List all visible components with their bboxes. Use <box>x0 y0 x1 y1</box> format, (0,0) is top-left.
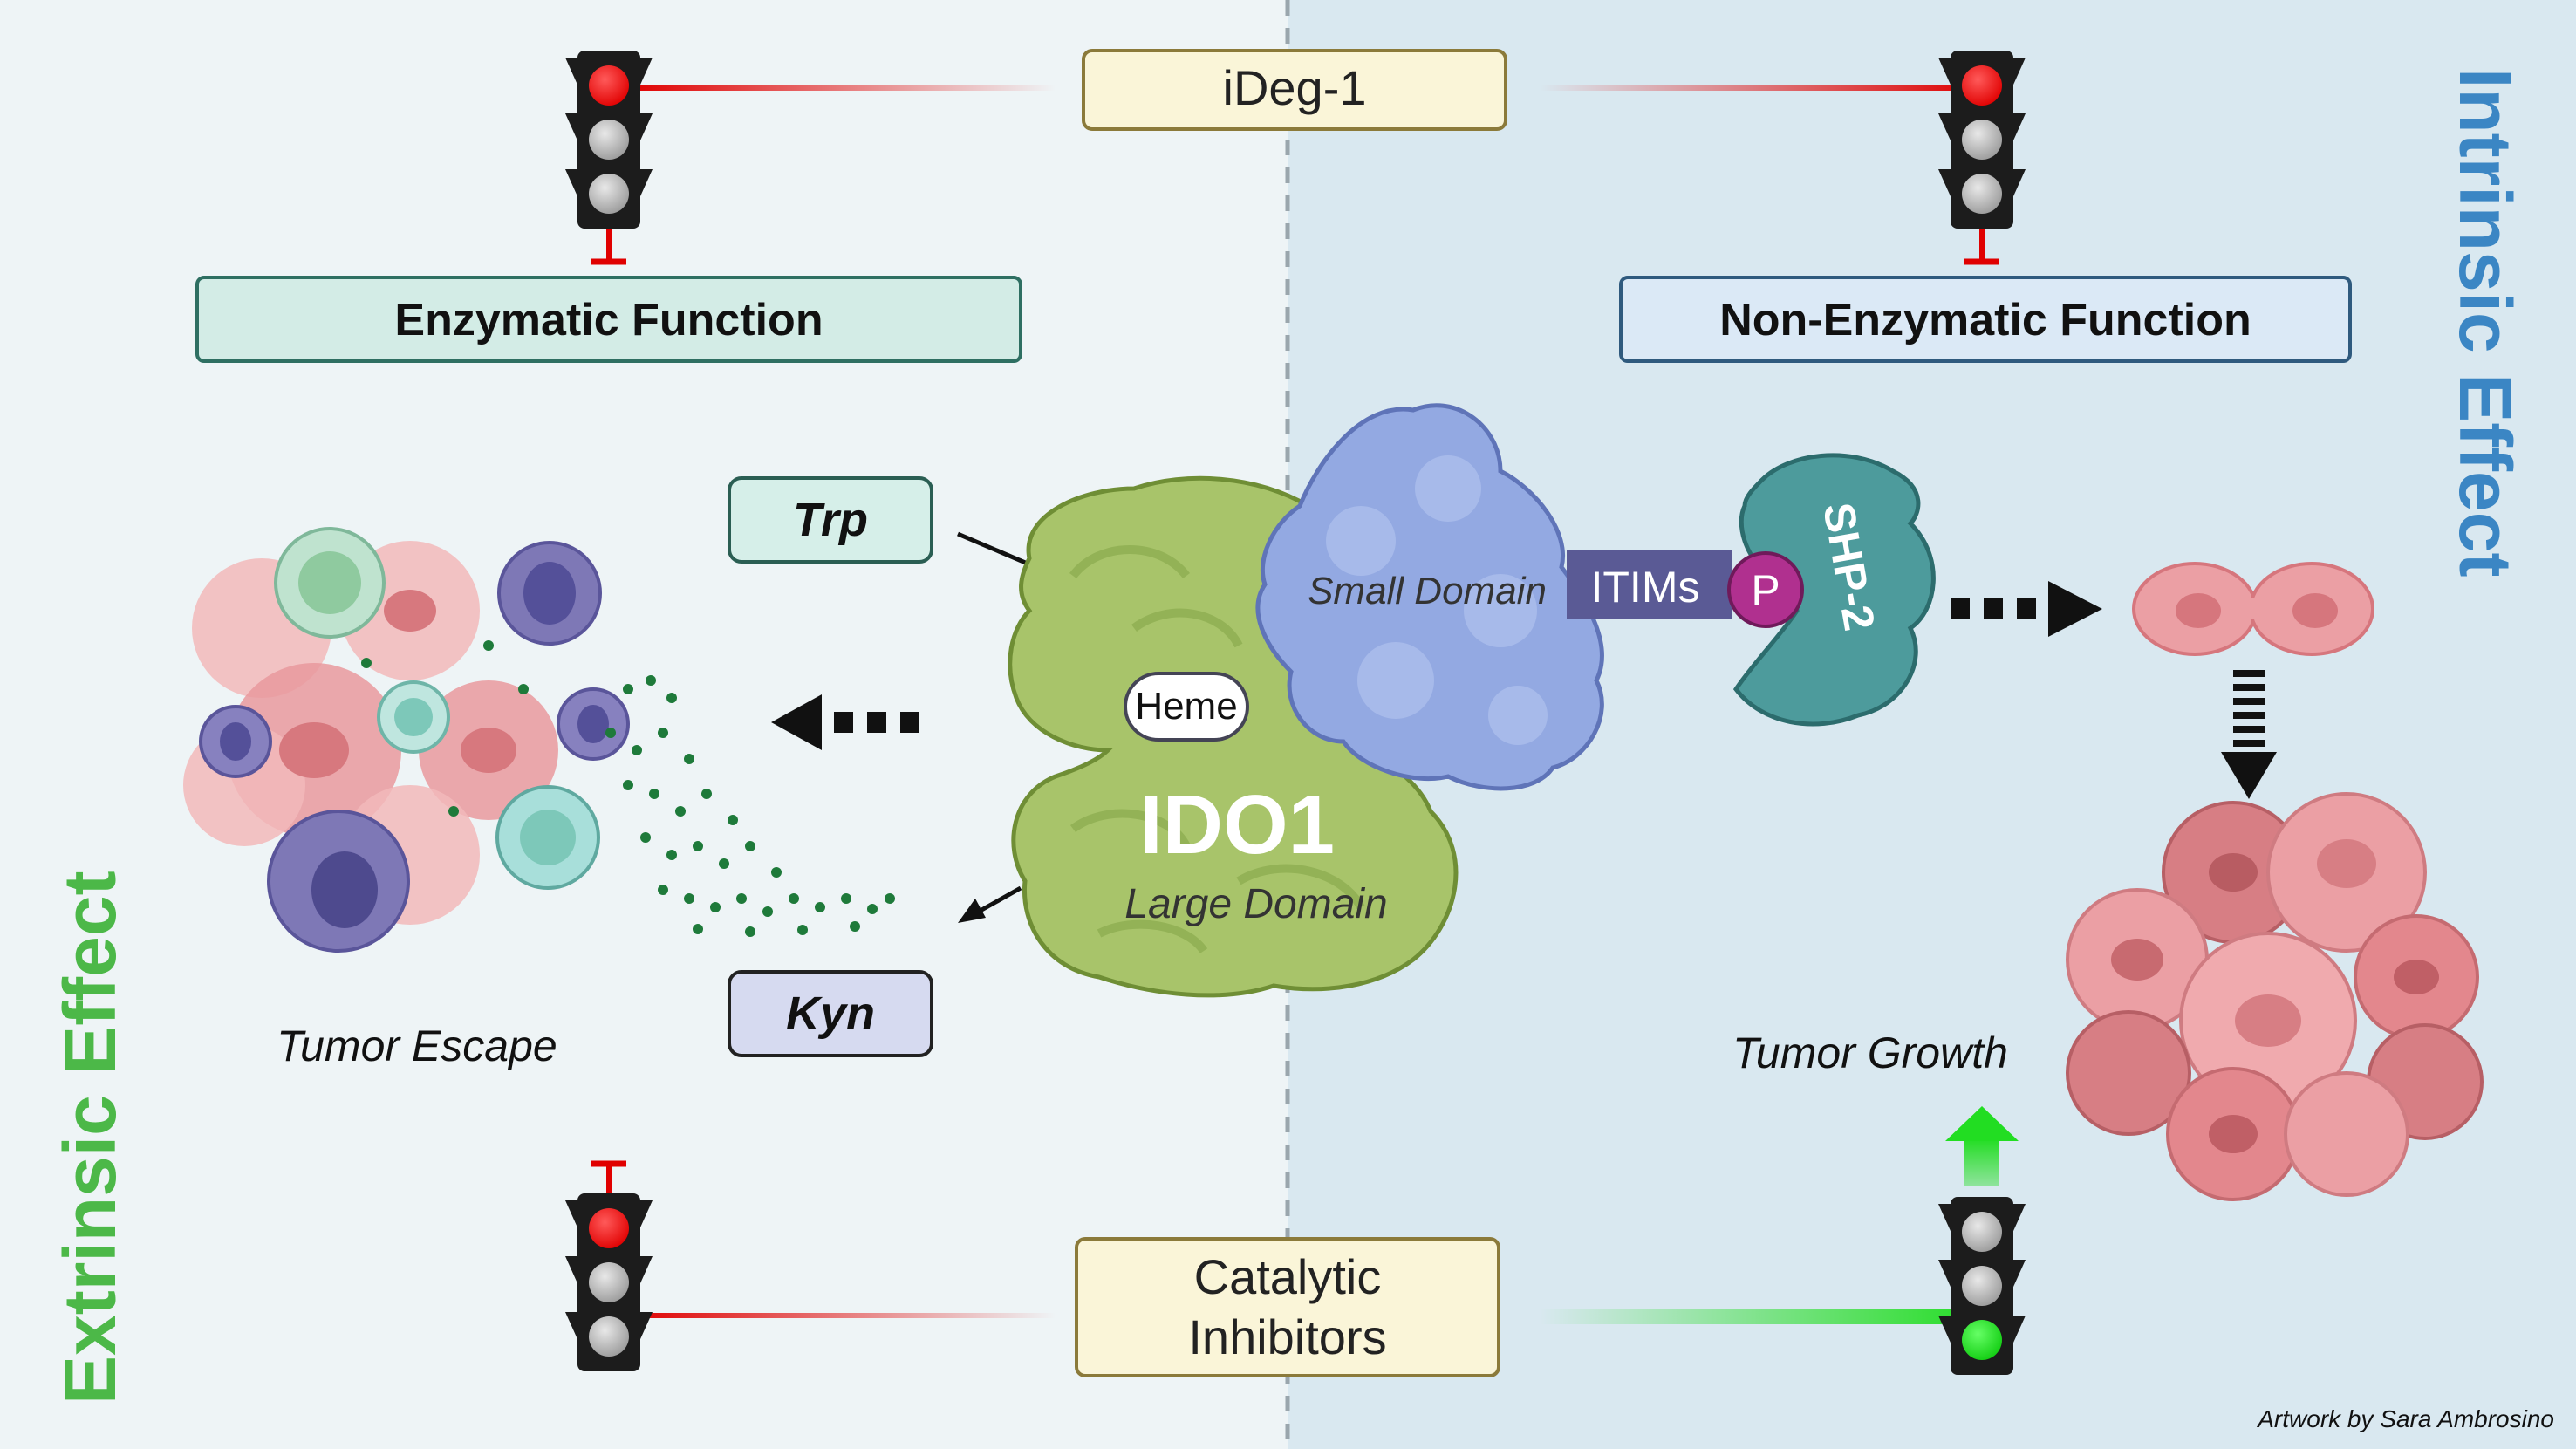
itims-bar: ITIMs <box>1567 550 1732 619</box>
trp-box: Trp <box>728 476 933 564</box>
large-domain-label: Large Domain <box>1124 881 1388 927</box>
ideg1-label: iDeg-1 <box>1223 60 1367 115</box>
dashed-arrow-icon <box>1951 581 2102 637</box>
enzymatic-function-box: Enzymatic Function <box>195 276 1022 363</box>
kynurenine-particles <box>361 640 895 937</box>
kyn-box: Kyn <box>728 970 933 1057</box>
extrinsic-effect-label: Extrinsic Effect <box>49 871 131 1405</box>
enzymatic-function-label: Enzymatic Function <box>394 295 823 345</box>
artwork-credit: Artwork by Sara Ambrosino <box>2256 1405 2554 1432</box>
ideg1-box: iDeg-1 <box>1082 49 1507 131</box>
tumor-growth-cluster <box>2066 792 2484 1201</box>
traffic-light-icon <box>1938 1197 2026 1375</box>
tumor-escape-cluster <box>183 527 630 953</box>
inhibition-bar-icon <box>591 1160 626 1197</box>
up-arrow-icon <box>1945 1106 2019 1186</box>
kyn-arrow-icon <box>958 885 1022 923</box>
inhibitors-label: Inhibitors <box>1188 1309 1386 1364</box>
phospho-badge: P <box>1727 551 1804 628</box>
non-enzymatic-function-label: Non-Enzymatic Function <box>1719 295 2251 345</box>
traffic-light-icon <box>565 51 653 229</box>
ido1-label: IDO1 <box>1139 778 1335 871</box>
trp-label: Trp <box>793 494 868 546</box>
inhibition-bar-icon <box>591 229 626 265</box>
small-domain-label: Small Domain <box>1308 570 1547 612</box>
top-left-red-line <box>628 85 1056 91</box>
heme-label: Heme <box>1135 685 1237 728</box>
non-enzymatic-function-box: Non-Enzymatic Function <box>1619 276 2352 363</box>
catalytic-label: Catalytic <box>1194 1249 1382 1304</box>
dividing-cell <box>2132 562 2374 656</box>
heme-badge: Heme <box>1124 672 1249 742</box>
tumor-escape-label: Tumor Escape <box>277 1022 557 1070</box>
bottom-right-green-line <box>1540 1309 1989 1324</box>
bottom-left-red-line <box>628 1313 1056 1318</box>
itims-label: ITIMs <box>1591 563 1700 612</box>
dashed-arrow-icon <box>771 694 919 750</box>
shp2-protein: SHP-2 <box>1732 453 1936 727</box>
ido1-small-domain: Small Domain <box>1255 403 1604 791</box>
traffic-light-icon <box>1938 51 2026 229</box>
catalytic-inhibitors-box: Catalytic Inhibitors <box>1075 1237 1500 1377</box>
top-right-red-line <box>1540 85 1985 91</box>
intrinsic-effect-label: Intrinsic Effect <box>2444 68 2526 577</box>
tumor-growth-label: Tumor Growth <box>1732 1029 2008 1077</box>
phospho-label: P <box>1751 566 1780 615</box>
traffic-light-icon <box>565 1193 653 1371</box>
down-arrow-icon <box>2221 670 2277 799</box>
inhibition-bar-icon <box>1964 229 1999 265</box>
kyn-label: Kyn <box>786 988 875 1040</box>
